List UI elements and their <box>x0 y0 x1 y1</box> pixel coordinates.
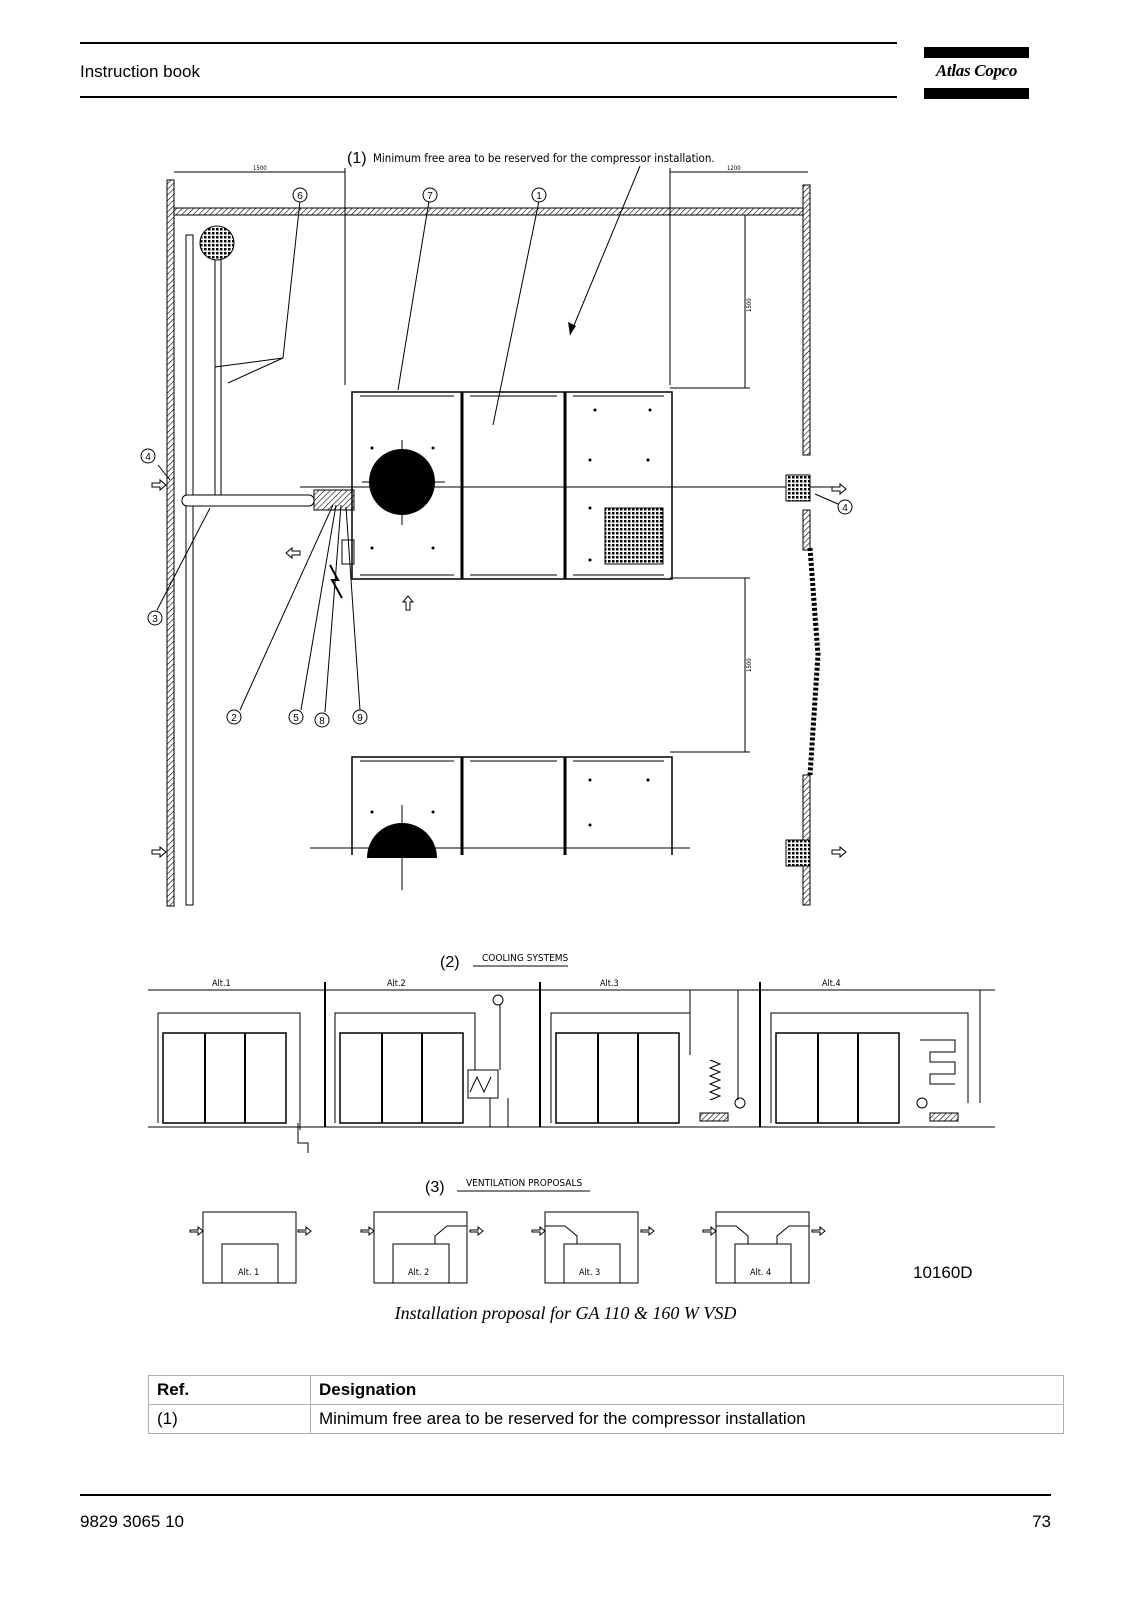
callout-4-right: 4 <box>837 499 853 515</box>
callout-leaders <box>156 200 839 713</box>
callout-2: 2 <box>226 709 242 725</box>
footer-rule <box>80 1494 1051 1496</box>
svg-text:7: 7 <box>427 191 433 202</box>
section2-title: COOLING SYSTEMS <box>482 953 569 964</box>
dim-top-left: 1500 <box>253 165 267 172</box>
right-wall-upper <box>802 184 811 456</box>
reference-table: Ref. Designation (1) Minimum free area t… <box>148 1375 1064 1434</box>
top-wall <box>173 207 804 216</box>
cooling-alt-2-label: Alt.2 <box>387 979 406 989</box>
header-title: Instruction book <box>80 62 201 81</box>
outlet-valve-icon <box>313 489 355 511</box>
vent-alt-3: Alt. 3 <box>531 1211 655 1284</box>
callout-6: 6 <box>292 187 308 203</box>
left-wall <box>166 179 175 907</box>
section2-label: (2) <box>440 954 460 971</box>
ventilation-alternatives: Alt. 1 Alt. 2 Alt. 3 Alt. 4 <box>189 1211 826 1284</box>
section3-title: VENTILATION PROPOSALS <box>466 1178 582 1189</box>
table-row: (1) Minimum free area to be reserved for… <box>148 1404 1064 1434</box>
column-header-ref: Ref. <box>148 1375 311 1405</box>
dim-top-right: 1200 <box>727 165 741 172</box>
callout-8: 8 <box>314 712 330 728</box>
cooling-alternatives: Alt.1 Alt.2 Alt.3 Alt.4 <box>157 979 981 1153</box>
callout-1: 1 <box>531 187 547 203</box>
callout-3: 3 <box>147 610 163 626</box>
svg-text:1: 1 <box>536 191 542 202</box>
svg-text:8: 8 <box>319 716 325 727</box>
svg-text:4: 4 <box>145 452 151 463</box>
callouts: 1 2 3 4 4 5 6 7 8 9 <box>140 187 853 728</box>
section3-label: (3) <box>425 1179 445 1196</box>
cooling-coil-icon <box>920 1039 956 1085</box>
vent-alt-1-label: Alt. 1 <box>238 1268 259 1278</box>
table-header-row: Ref. Designation <box>148 1375 1064 1405</box>
vent-alt-2: Alt. 2 <box>360 1211 484 1284</box>
svg-text:6: 6 <box>297 191 303 202</box>
cooling-alt-3-unit <box>550 990 746 1124</box>
table-cell-ref: (1) <box>148 1404 311 1434</box>
ventilation-grille-icon <box>604 507 664 565</box>
section1-title: Minimum free area to be reserved for the… <box>373 151 715 165</box>
compressed-air-piping <box>181 225 835 906</box>
svg-text:2: 2 <box>231 713 237 724</box>
cooling-alt-2-unit <box>334 994 509 1127</box>
vent-alt-1: Alt. 1 <box>189 1211 312 1284</box>
air-receiver-icon <box>199 225 235 261</box>
callout-5: 5 <box>288 709 304 725</box>
cooling-alt-4-label: Alt.4 <box>822 979 841 989</box>
svg-text:3: 3 <box>152 614 158 625</box>
page-number: 73 <box>1032 1512 1051 1531</box>
installation-drawing: (1) Minimum free area to be reserved for… <box>140 150 995 1284</box>
callout-4-left: 4 <box>140 448 156 464</box>
header-top-rule <box>80 42 897 44</box>
table-cell-designation: Minimum free area to be reserved for the… <box>310 1404 1064 1434</box>
cooling-alt-3-label: Alt.3 <box>600 979 619 989</box>
figure-caption: Installation proposal for GA 110 & 160 W… <box>394 1303 737 1323</box>
dim-right-lower: 1500 <box>746 658 753 672</box>
atlas-copco-logo: Atlas Copco <box>924 47 1029 99</box>
cooling-alt-1-label: Alt.1 <box>212 979 231 989</box>
cooling-alt-4-unit <box>770 990 981 1124</box>
dim-right-upper: 1500 <box>746 298 753 312</box>
vent-alt-4-label: Alt. 4 <box>750 1268 771 1278</box>
callout-9: 9 <box>352 709 368 725</box>
svg-text:4: 4 <box>842 503 848 514</box>
cooling-coil-icon <box>708 1059 722 1101</box>
column-header-designation: Designation <box>310 1375 1064 1405</box>
heat-exchanger-icon <box>467 1069 499 1099</box>
vent-alt-4: Alt. 4 <box>702 1211 826 1284</box>
vent-alt-3-label: Alt. 3 <box>579 1268 600 1278</box>
svg-text:5: 5 <box>293 713 299 724</box>
ventilation-outlet <box>785 474 811 867</box>
compressor-unit-2 <box>310 756 690 890</box>
airflow-arrows <box>151 478 847 859</box>
callout-7: 7 <box>422 187 438 203</box>
section1-label: (1) <box>347 150 367 167</box>
drawing-number: 10160D <box>913 1263 973 1282</box>
compressor-unit-1 <box>351 391 673 580</box>
cooling-alt-1-unit <box>157 1012 309 1153</box>
svg-text:9: 9 <box>357 713 363 724</box>
document-number: 9829 3065 10 <box>80 1512 184 1531</box>
header-bottom-rule <box>80 96 897 98</box>
right-wall-flexible <box>807 547 821 776</box>
vent-alt-2-label: Alt. 2 <box>408 1268 429 1278</box>
